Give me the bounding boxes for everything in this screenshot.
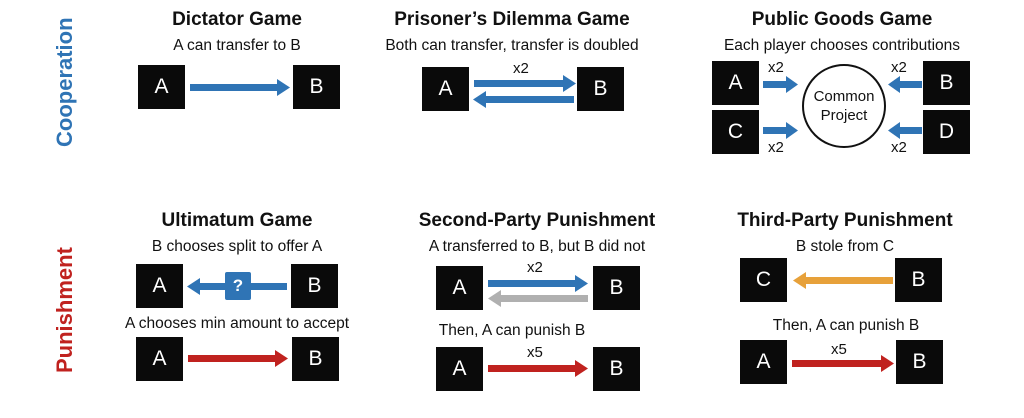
second-party-arrow-a-to-b <box>488 275 588 292</box>
third-party-arrow-b-to-c <box>793 272 893 289</box>
third-party-subtitle: B stole from C <box>795 238 895 255</box>
second-party-subtitle-punish: Then, A can punish B <box>438 322 586 339</box>
public-goods-multiplier-c: x2 <box>768 139 784 156</box>
second-party-arrow-punish <box>488 360 588 377</box>
common-project-circle: Common Project <box>802 64 886 148</box>
ultimatum-player-b-offer: B <box>291 264 338 308</box>
ultimatum-player-b-accept: B <box>292 337 339 381</box>
dictator-title: Dictator Game <box>172 9 302 30</box>
prisoners-arrow-b-to-a <box>473 91 574 108</box>
dictator-arrow-a-to-b <box>190 79 290 96</box>
common-project-label-line2: Project <box>820 107 868 124</box>
common-project-label-line1: Common <box>813 88 875 105</box>
second-party-player-a: A <box>436 266 483 310</box>
dictator-player-b: B <box>293 65 340 109</box>
public-goods-player-a: A <box>712 61 759 105</box>
second-party-subtitle: A transferred to B, but B did not <box>428 238 646 255</box>
ultimatum-title: Ultimatum Game <box>161 210 313 231</box>
ultimatum-subtitle: B chooses split to offer A <box>151 238 323 255</box>
second-party-player-a-punish: A <box>436 347 483 391</box>
third-party-arrow-punish <box>792 355 894 372</box>
prisoners-multiplier: x2 <box>513 60 529 77</box>
ultimatum-arrow-a-to-b <box>188 350 288 367</box>
prisoners-subtitle: Both can transfer, transfer is doubled <box>385 37 639 54</box>
prisoners-player-b: B <box>577 67 624 111</box>
third-party-player-a: A <box>740 340 787 384</box>
second-party-arrow-b-to-a <box>488 290 588 307</box>
third-party-player-b-thief: B <box>895 258 942 302</box>
public-goods-player-b: B <box>923 61 970 105</box>
public-goods-multiplier-d: x2 <box>891 139 907 156</box>
ultimatum-player-a-offer: A <box>136 264 183 308</box>
public-goods-arrow-a <box>763 76 798 93</box>
ultimatum-player-a-accept: A <box>136 337 183 381</box>
third-party-subtitle-punish: Then, A can punish B <box>772 317 920 334</box>
dictator-subtitle: A can transfer to B <box>173 37 301 54</box>
third-party-title: Third-Party Punishment <box>737 210 953 231</box>
third-party-multiplier-punish: x5 <box>831 341 847 358</box>
public-goods-player-d: D <box>923 110 970 154</box>
second-party-multiplier-punish: x5 <box>527 344 543 361</box>
public-goods-player-c: C <box>712 110 759 154</box>
second-party-player-b: B <box>593 266 640 310</box>
dictator-player-a: A <box>138 65 185 109</box>
second-party-title: Second-Party Punishment <box>418 210 656 231</box>
second-party-player-b-punish: B <box>593 347 640 391</box>
public-goods-title: Public Goods Game <box>751 9 933 30</box>
public-goods-arrow-b <box>888 76 922 93</box>
prisoners-arrow-a-to-b <box>474 75 576 92</box>
third-party-player-c: C <box>740 258 787 302</box>
public-goods-arrow-c <box>763 122 798 139</box>
prisoners-player-a: A <box>422 67 469 111</box>
second-party-multiplier-transfer: x2 <box>527 259 543 276</box>
public-goods-multiplier-a: x2 <box>768 59 784 76</box>
public-goods-subtitle: Each player chooses contributions <box>723 37 961 54</box>
ultimatum-subtitle-accept: A chooses min amount to accept <box>124 315 350 332</box>
third-party-player-b-punished: B <box>896 340 943 384</box>
public-goods-multiplier-b: x2 <box>891 59 907 76</box>
prisoners-title: Prisoner’s Dilemma Game <box>394 9 630 30</box>
ultimatum-question-box: ? <box>225 272 251 300</box>
public-goods-arrow-d <box>888 122 922 139</box>
